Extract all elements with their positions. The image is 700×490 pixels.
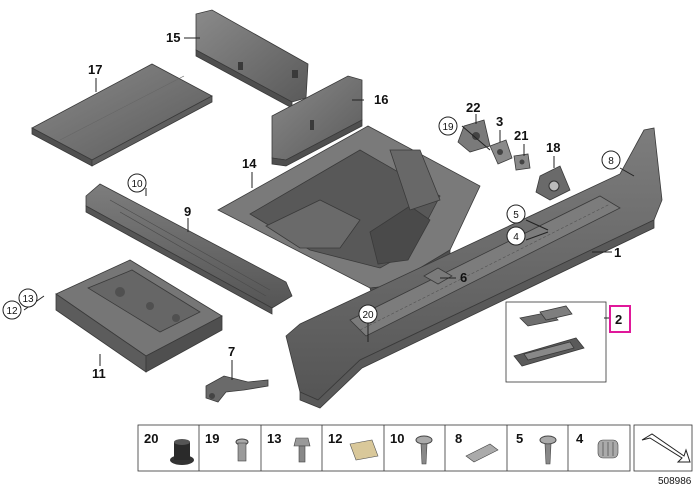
part-3-clip: [489, 139, 513, 165]
callout-14: 14: [242, 156, 257, 171]
callout-2-highlight-box: [609, 305, 631, 333]
part-11-tool-tray: [55, 259, 223, 373]
bolt-13-icon: [293, 437, 311, 463]
clip-12-icon: [349, 439, 379, 461]
ref-8: 8: [601, 150, 621, 170]
strip-label-5: 5: [516, 431, 523, 446]
part-17-floor-panel: [31, 63, 213, 167]
callout-16: 16: [374, 92, 388, 107]
strip-label-20: 20: [144, 431, 158, 446]
grommet-20-icon: [170, 439, 194, 465]
svg-text:5: 5: [513, 210, 519, 221]
callout-9: 9: [184, 204, 191, 219]
part-9-trim-strip: [85, 183, 293, 315]
strip-label-10: 10: [390, 431, 404, 446]
strip-label-12: 12: [328, 431, 342, 446]
ref-19: 19: [438, 116, 458, 136]
ref-10: 10: [127, 173, 147, 193]
part-14-storage-tray: [217, 125, 481, 297]
strip-label-19: 19: [205, 431, 219, 446]
callout-15: 15: [166, 30, 180, 45]
leader-lines: [23, 37, 635, 380]
part-7-bracket: [205, 375, 269, 403]
part-15-divider-panel: [195, 9, 309, 109]
strip-label-13: 13: [267, 431, 281, 446]
part-16-divider-panel: [271, 75, 363, 167]
clip-8-icon: [465, 443, 499, 463]
diagram-id: 508986: [658, 476, 692, 487]
fastener-strip: 20 19 13 12 10 8 5 4: [137, 424, 693, 472]
screw-5-icon: [539, 435, 557, 465]
circled-references: 19 8 10 5 4 13 12 20: [2, 116, 621, 324]
callout-21: 21: [514, 128, 528, 143]
rivet-4-icon: [597, 439, 619, 459]
svg-text:13: 13: [22, 294, 34, 305]
part-21-nut: [513, 153, 531, 171]
svg-text:12: 12: [6, 306, 18, 317]
callout-7: 7: [228, 344, 235, 359]
part-6-cover: [423, 267, 453, 285]
ref-13: 13: [18, 288, 38, 308]
svg-text:20: 20: [362, 310, 374, 321]
callout-18: 18: [546, 140, 560, 155]
part-1-loading-sill: [285, 127, 663, 409]
callout-labels: 15 16 17 14 9 11 7 22 3 21 18 1 6 2: [88, 30, 631, 381]
ref-5: 5: [506, 204, 526, 224]
part-18-lock-striker: [535, 165, 571, 201]
part-2-cover-set-box: [505, 301, 607, 383]
direction-arrow-icon: [641, 433, 691, 463]
callout-6: 6: [460, 270, 467, 285]
svg-text:10: 10: [131, 179, 143, 190]
pin-19-icon: [235, 438, 249, 462]
callout-3: 3: [496, 114, 503, 129]
callout-22: 22: [466, 100, 480, 115]
svg-text:19: 19: [442, 122, 454, 133]
callout-17: 17: [88, 62, 102, 77]
screw-10-icon: [415, 435, 433, 465]
ref-20: 20: [358, 304, 378, 324]
arrow-box: [633, 424, 693, 472]
callout-11: 11: [92, 366, 106, 381]
ref-12: 12: [2, 300, 22, 320]
strip-label-4: 4: [576, 431, 584, 446]
strip-label-8: 8: [455, 431, 462, 446]
callout-2: 2: [615, 312, 622, 327]
svg-text:8: 8: [608, 156, 614, 167]
callout-1: 1: [614, 245, 621, 260]
ref-4: 4: [506, 226, 526, 246]
svg-text:4: 4: [513, 232, 519, 243]
